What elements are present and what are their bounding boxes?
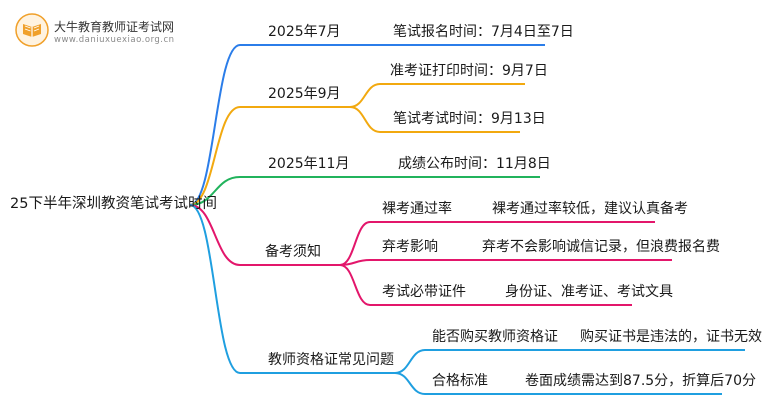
- connector-branch-4-item-1: [339, 221, 371, 266]
- branch-5-item-2: 合格标准: [432, 373, 488, 389]
- logo-url: www.daniuxuexiao.org.cn: [54, 35, 175, 45]
- logo-title: 大牛教育教师证考试网: [54, 20, 175, 34]
- mindmap-root: 25下半年深圳教资笔试考试时间: [10, 196, 217, 212]
- connector-branch-4-item-3: [339, 264, 371, 306]
- site-logo: 大牛教育教师证考试网 www.daniuxuexiao.org.cn: [14, 12, 214, 52]
- branch-2-item-1: 准考证打印时间：9月7日: [390, 63, 548, 79]
- connector-root-to-branch-2: [189, 106, 241, 206]
- branch-3-item-1: 成绩公布时间：11月8日: [398, 156, 551, 172]
- connector-root-to-branch-1: [189, 44, 241, 206]
- book-logo-icon: [15, 13, 49, 47]
- branch-5-detail-1: 购买证书是违法的，证书无效: [580, 329, 762, 345]
- connector-branch-5-item-1: [394, 349, 426, 374]
- branch-5-item-1: 能否购买教师资格证: [432, 329, 558, 345]
- branch-4-item-1: 裸考通过率: [382, 201, 452, 217]
- branch-label-2: 2025年9月: [268, 86, 341, 102]
- branch-5-detail-2: 卷面成绩需达到87.5分，折算后70分: [525, 373, 756, 389]
- branch-4-detail-2: 弃考不会影响诚信记录，但浪费报名费: [482, 239, 720, 255]
- branch-label-3: 2025年11月: [268, 156, 350, 172]
- branch-label-1: 2025年7月: [268, 24, 341, 40]
- connector-branch-5-item-2: [394, 372, 426, 395]
- connector-branch-2-item-1: [349, 83, 381, 108]
- branch-4-item-3: 考试必带证件: [382, 284, 466, 300]
- branch-4-detail-3: 身份证、准考证、考试文具: [505, 284, 673, 300]
- connector-root-to-branch-5: [189, 204, 241, 374]
- connector-branch-2-item-2: [349, 106, 381, 133]
- branch-4-item-2: 弃考影响: [382, 239, 438, 255]
- branch-label-4: 备考须知: [265, 244, 321, 260]
- branch-label-5: 教师资格证常见问题: [268, 352, 394, 368]
- connector-root-to-branch-4: [189, 204, 241, 266]
- branch-1-item-1: 笔试报名时间：7月4日至7日: [393, 24, 574, 40]
- branch-2-item-2: 笔试考试时间：9月13日: [393, 111, 546, 127]
- connector-root-to-branch-3: [189, 176, 241, 206]
- branch-4-detail-1: 裸考通过率较低，建议认真备考: [492, 201, 688, 217]
